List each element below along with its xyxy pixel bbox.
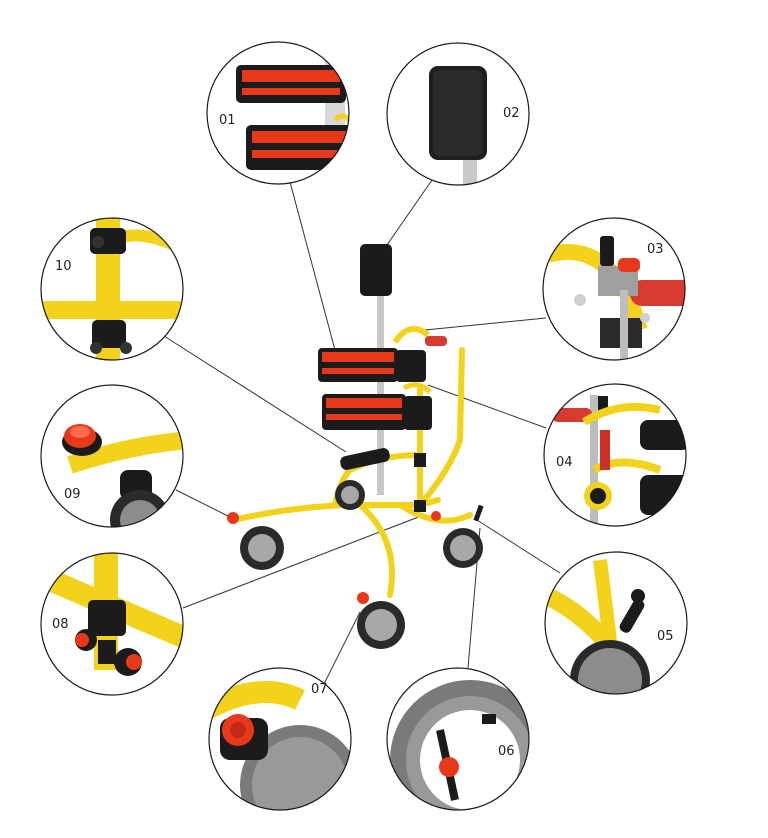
callout-02: 02 — [386, 42, 530, 186]
callout-number-07: 07 — [311, 682, 328, 697]
callout-number-01: 01 — [219, 113, 236, 128]
callout-05: 05 — [544, 551, 688, 695]
leader-line-05 — [476, 519, 561, 574]
callout-03: 03 — [542, 217, 686, 361]
callout-07: 07 — [208, 667, 352, 811]
leader-line-03 — [424, 317, 547, 331]
callout-number-05: 05 — [657, 629, 674, 644]
lower-chest-pad — [322, 394, 432, 430]
callout-number-09: 09 — [64, 487, 81, 502]
upper-chest-pad — [318, 348, 426, 382]
callout-number-03: 03 — [647, 242, 664, 257]
callout-08: 08 — [40, 552, 184, 696]
callout-01: 01 — [206, 41, 350, 185]
leader-lines — [163, 179, 561, 685]
walker-wheels — [227, 480, 483, 649]
leader-line-04 — [427, 384, 547, 429]
headrest-pad — [360, 244, 392, 296]
walker-illustration — [227, 244, 484, 649]
callout-06: 06 — [386, 667, 530, 811]
leader-line-08 — [182, 515, 422, 609]
leader-line-10 — [163, 335, 347, 453]
callout-number-08: 08 — [52, 617, 69, 632]
callout-number-02: 02 — [503, 106, 520, 121]
callout-10: 10 — [40, 217, 184, 361]
leader-line-01 — [289, 181, 336, 351]
leader-line-09 — [175, 489, 231, 518]
leader-line-07 — [323, 611, 361, 685]
callout-number-10: 10 — [55, 259, 72, 274]
callout-number-06: 06 — [498, 744, 515, 759]
callout-number-04: 04 — [556, 455, 573, 470]
callout-09: 09 — [40, 384, 184, 528]
callout-04: 04 — [543, 383, 687, 527]
